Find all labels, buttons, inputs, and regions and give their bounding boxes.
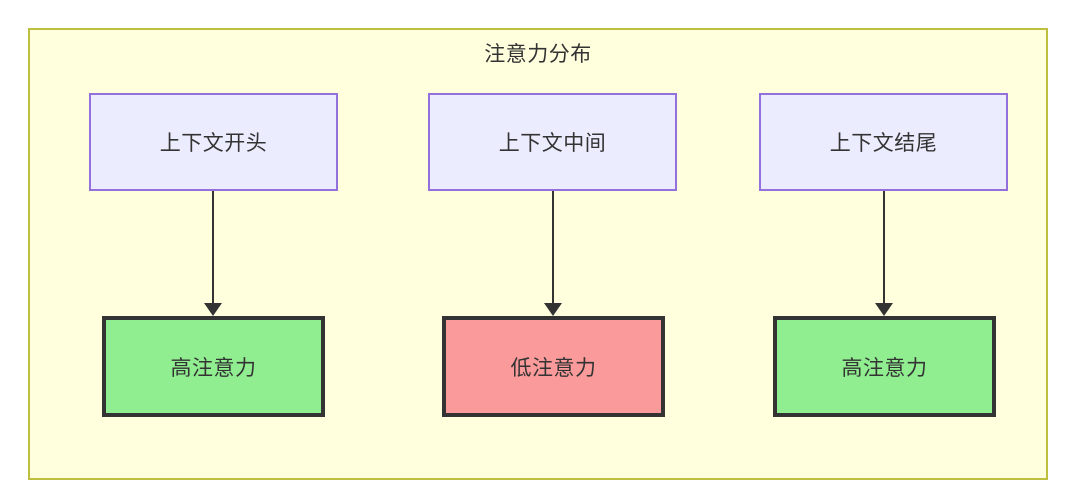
edge-context-end-to-attention	[883, 191, 885, 304]
edge-context-start-to-attention	[212, 191, 214, 304]
arrowhead-icon	[544, 303, 562, 316]
arrowhead-icon	[875, 303, 893, 316]
node-context-start[interactable]: 上下文开头	[89, 93, 338, 191]
node-attention-middle[interactable]: 低注意力	[442, 316, 665, 417]
node-attention-start[interactable]: 高注意力	[102, 316, 325, 417]
arrowhead-icon	[204, 303, 222, 316]
diagram-title: 注意力分布	[484, 43, 592, 66]
node-context-middle[interactable]: 上下文中间	[428, 93, 677, 191]
node-attention-end[interactable]: 高注意力	[773, 316, 996, 417]
edge-context-middle-to-attention	[552, 191, 554, 304]
node-context-end[interactable]: 上下文结尾	[759, 93, 1008, 191]
